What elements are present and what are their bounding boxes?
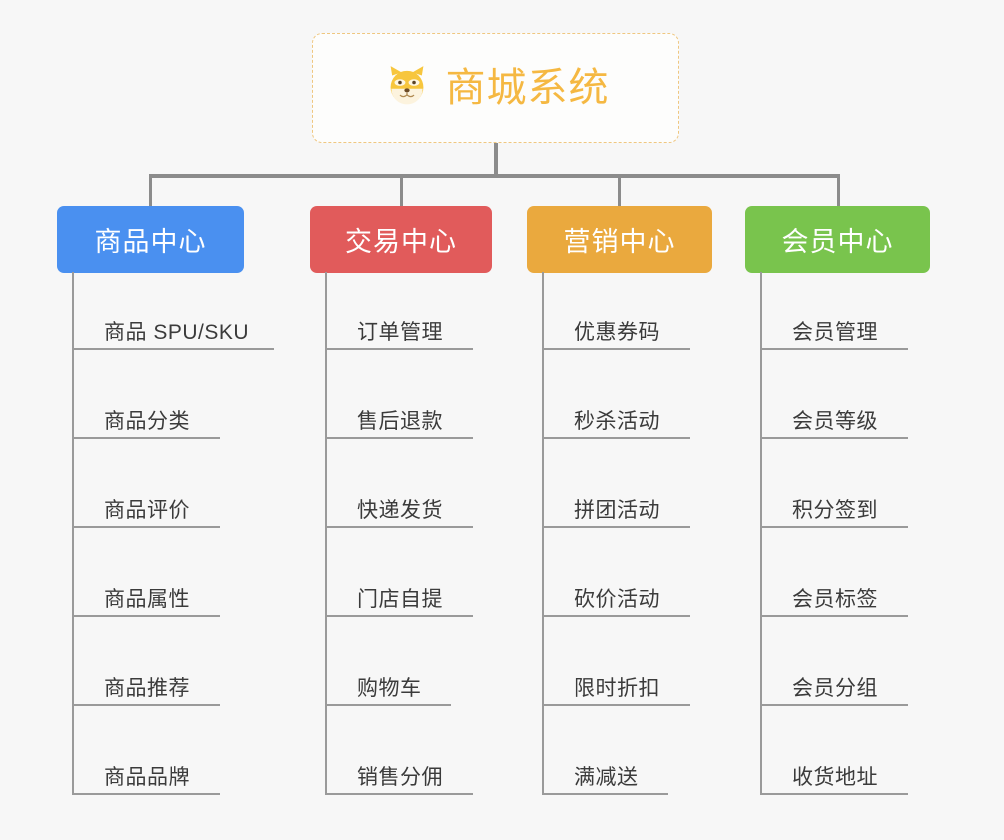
leaf-underline (72, 526, 220, 528)
leaf-underline (72, 437, 220, 439)
leaf-label: 拼团活动 (574, 499, 660, 522)
category-label: 营销中心 (563, 227, 676, 257)
leaf-label: 商品 SPU/SKU (104, 321, 250, 344)
leaf-label: 商品属性 (104, 588, 190, 611)
leaf-underline (760, 526, 908, 528)
leaf-item[interactable]: 会员等级 (760, 397, 908, 439)
leaf-underline (72, 615, 220, 617)
leaf-item[interactable]: 秒杀活动 (542, 397, 690, 439)
connector-root-stem (494, 143, 498, 176)
leaf-item[interactable]: 会员分组 (760, 664, 908, 706)
leaf-item[interactable]: 售后退款 (325, 397, 473, 439)
leaf-item[interactable]: 门店自提 (325, 575, 473, 617)
leaf-underline (542, 348, 690, 350)
leaf-item[interactable]: 拼团活动 (542, 486, 690, 528)
connector-drop-4 (837, 174, 840, 208)
leaf-label: 砍价活动 (574, 588, 660, 611)
leaf-item[interactable]: 满减送 (542, 753, 668, 795)
leaf-underline (542, 437, 690, 439)
category-box-1[interactable]: 商品中心 (57, 206, 244, 273)
leaf-item[interactable]: 商品 SPU/SKU (72, 308, 274, 350)
connector-horizontal-bus (149, 174, 840, 178)
branch-spine (325, 272, 327, 795)
leaf-underline (542, 793, 668, 795)
leaf-underline (542, 526, 690, 528)
leaf-item[interactable]: 砍价活动 (542, 575, 690, 617)
branch-spine (760, 272, 762, 795)
leaf-label: 会员分组 (792, 677, 878, 700)
leaf-label: 购物车 (357, 677, 422, 700)
category-label: 商品中心 (94, 227, 207, 257)
leaf-underline (542, 615, 690, 617)
leaf-item[interactable]: 购物车 (325, 664, 451, 706)
leaf-item[interactable]: 订单管理 (325, 308, 473, 350)
leaf-label: 商品推荐 (104, 677, 190, 700)
leaf-underline (325, 437, 473, 439)
leaf-underline (760, 704, 908, 706)
category-box-2[interactable]: 交易中心 (310, 206, 492, 273)
leaf-label: 门店自提 (357, 588, 443, 611)
leaf-item[interactable]: 限时折扣 (542, 664, 690, 706)
category-label: 会员中心 (781, 227, 894, 257)
branch-spine (542, 272, 544, 795)
leaf-item[interactable]: 商品属性 (72, 575, 220, 617)
leaf-label: 订单管理 (357, 321, 443, 344)
leaf-underline (325, 615, 473, 617)
root-title: 商城系统 (445, 66, 610, 110)
leaf-label: 快递发货 (357, 499, 443, 522)
leaf-item[interactable]: 快递发货 (325, 486, 473, 528)
leaf-item[interactable]: 优惠券码 (542, 308, 690, 350)
leaf-label: 收货地址 (792, 766, 878, 789)
leaf-label: 商品分类 (104, 410, 190, 433)
leaf-item[interactable]: 会员管理 (760, 308, 908, 350)
leaf-label: 商品品牌 (104, 766, 190, 789)
leaf-label: 售后退款 (357, 410, 443, 433)
category-label: 交易中心 (345, 227, 457, 257)
branch-spine (72, 272, 74, 795)
connector-drop-3 (618, 174, 621, 208)
leaf-label: 满减送 (574, 766, 639, 789)
leaf-item[interactable]: 会员标签 (760, 575, 908, 617)
leaf-label: 商品评价 (104, 499, 190, 522)
leaf-label: 会员等级 (792, 410, 878, 433)
category-box-4[interactable]: 会员中心 (745, 206, 930, 273)
leaf-label: 会员管理 (792, 321, 878, 344)
leaf-label: 秒杀活动 (574, 410, 660, 433)
leaf-label: 会员标签 (792, 588, 878, 611)
leaf-item[interactable]: 商品评价 (72, 486, 220, 528)
leaf-item[interactable]: 商品品牌 (72, 753, 220, 795)
leaf-underline (325, 348, 473, 350)
leaf-underline (325, 793, 473, 795)
leaf-underline (760, 793, 908, 795)
connector-drop-2 (400, 174, 403, 208)
leaf-underline (760, 615, 908, 617)
leaf-underline (325, 704, 451, 706)
leaf-underline (760, 348, 908, 350)
root-node[interactable]: 商城系统 (312, 33, 679, 143)
leaf-label: 限时折扣 (574, 677, 660, 700)
leaf-item[interactable]: 积分签到 (760, 486, 908, 528)
leaf-item[interactable]: 收货地址 (760, 753, 908, 795)
leaf-label: 积分签到 (792, 499, 878, 522)
leaf-underline (325, 526, 473, 528)
shiba-dog-icon (382, 63, 432, 113)
connector-drop-1 (149, 174, 152, 208)
leaf-item[interactable]: 商品推荐 (72, 664, 220, 706)
category-box-3[interactable]: 营销中心 (527, 206, 712, 273)
leaf-underline (542, 704, 690, 706)
leaf-item[interactable]: 商品分类 (72, 397, 220, 439)
leaf-underline (72, 793, 220, 795)
leaf-label: 优惠券码 (574, 321, 660, 344)
leaf-item[interactable]: 销售分佣 (325, 753, 473, 795)
leaf-underline (72, 348, 274, 350)
leaf-underline (72, 704, 220, 706)
leaf-underline (760, 437, 908, 439)
leaf-label: 销售分佣 (357, 766, 443, 789)
